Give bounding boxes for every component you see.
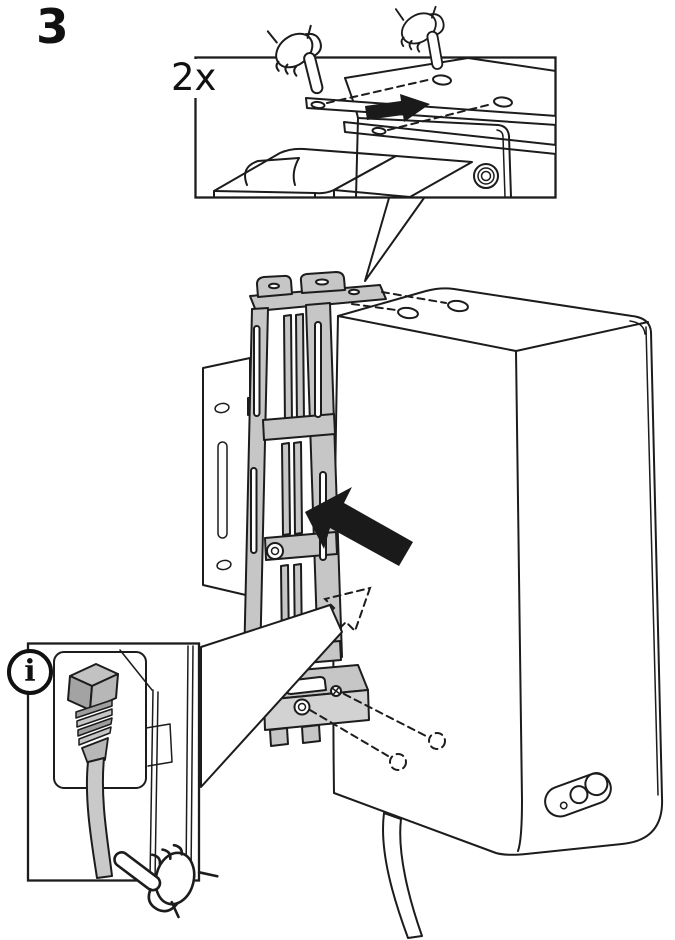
alignment-dash-top <box>351 303 397 311</box>
bracket-inner-bar <box>293 441 303 535</box>
bracket-center-screw <box>266 542 284 560</box>
power-cable-inset <box>85 757 113 879</box>
bracket-tab-hole <box>315 278 329 286</box>
plug-rib <box>77 717 113 737</box>
plug-strain-relief <box>81 737 109 765</box>
speaker-drawing <box>332 287 664 939</box>
top-detail-inset-art <box>213 58 555 197</box>
bracket-foot-tab <box>269 727 289 747</box>
alignment-dash-top <box>381 291 447 304</box>
speaker-top-hole <box>447 299 469 313</box>
info-icon: i <box>7 649 53 695</box>
inset-alignment-dash <box>387 103 493 131</box>
info-detail-inset <box>26 642 222 928</box>
speaker-control-buttons <box>544 772 612 818</box>
bracket-rail-slot <box>314 321 322 418</box>
panel-edge <box>185 645 194 881</box>
speaker-top-hole <box>397 306 419 320</box>
plug-rib <box>76 708 113 728</box>
inset-speaker-corner-edge <box>497 124 512 197</box>
speaker-silhouette <box>332 287 664 856</box>
wall-plate-hole <box>216 559 232 571</box>
speaker-right-inner-edge <box>645 326 659 796</box>
bracket-center-screw-head <box>270 546 280 556</box>
panel-notch <box>145 723 173 767</box>
inset-insertion-arrow-icon <box>365 94 430 122</box>
speaker-top-right-edge <box>515 321 649 352</box>
inset-speaker-front-top-edge <box>357 117 499 126</box>
bracket-inner-bar <box>283 314 293 426</box>
inset-rail-hole <box>310 100 326 110</box>
plug-right-face <box>89 673 119 711</box>
inset-bracket-block-rear <box>333 155 473 197</box>
inset-bracket-notch <box>292 157 300 186</box>
bracket-bottom-screw-head <box>297 702 307 712</box>
bracket-tab-hole <box>268 282 280 290</box>
keyhole-target <box>428 732 446 750</box>
inset-alignment-dash <box>326 78 433 104</box>
inset-speaker-top-edge <box>344 58 555 79</box>
step-number: 3 <box>36 0 69 55</box>
wall-plate-hole <box>214 402 230 414</box>
bracket-inner-bar <box>295 313 305 425</box>
inset-speaker-hole <box>493 96 513 108</box>
keyhole-screw-glyph <box>330 685 342 697</box>
inset-block-edge <box>213 189 411 197</box>
bracket-rail-slot <box>250 467 258 554</box>
panel-edge <box>149 689 159 881</box>
inset-speaker-corner-inner <box>496 129 506 197</box>
plug-rib <box>75 699 113 719</box>
plug-rib <box>78 726 112 746</box>
quantity-label: 2x <box>168 58 220 98</box>
inset-hook-rail <box>305 97 555 126</box>
keyhole-alignment <box>309 693 446 771</box>
speaker-top-front-edge <box>337 315 517 352</box>
keyhole-target <box>389 753 407 771</box>
speaker-front-left-edge <box>515 350 523 852</box>
top-inset-callout-wedge <box>364 197 425 282</box>
info-callout-wedge <box>200 604 343 788</box>
power-plug-drawing <box>67 663 119 879</box>
power-cable-main <box>382 812 423 939</box>
wall-plate-slot <box>217 441 228 539</box>
speaker-corner-inner-arc <box>629 320 646 335</box>
inset-rail-hole <box>371 126 387 136</box>
inset-hook-rail <box>343 121 555 155</box>
inset-bracket-notch <box>244 157 300 186</box>
recess-seam <box>119 649 153 691</box>
bracket-rail-slot <box>253 325 261 417</box>
bracket-inner-bar <box>281 442 291 536</box>
bracket-mid-cross <box>262 413 336 441</box>
inset-speaker-hole <box>432 74 452 86</box>
bracket-bottom-screw <box>293 698 311 716</box>
bracket-foot-tab <box>301 724 321 744</box>
bracket-tab-hole <box>348 288 360 296</box>
insertion-arrow-icon <box>305 487 413 566</box>
threaded-insert <box>473 163 499 189</box>
inset-speaker-front-left-edge <box>355 117 359 197</box>
